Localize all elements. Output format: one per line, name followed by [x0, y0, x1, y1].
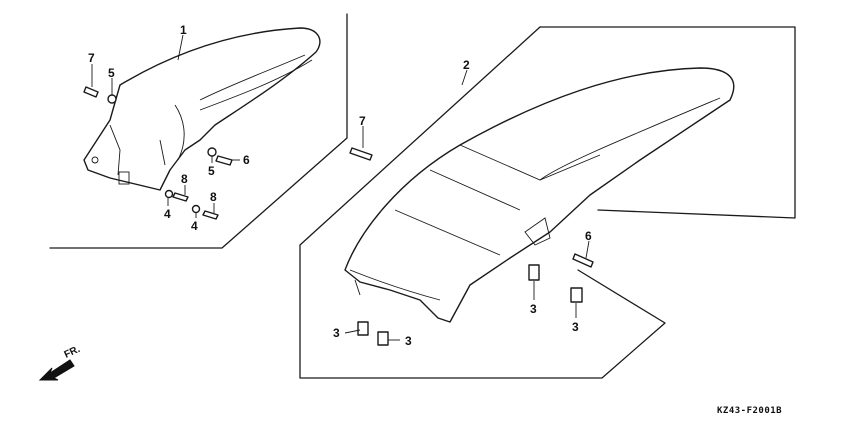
clip-3-d[interactable]: [570, 287, 583, 303]
callout-6-right: 6: [585, 229, 592, 243]
callout-6-left: 6: [243, 153, 250, 167]
front-fender-frame: [49, 13, 348, 249]
nut-4-left-a[interactable]: [164, 189, 174, 199]
bolt-6-right[interactable]: [572, 253, 594, 268]
front-direction-label: FR.: [63, 344, 82, 361]
callout-4-left-b: 4: [191, 219, 198, 233]
nut-4-left-b[interactable]: [191, 204, 201, 214]
callout-4-left-a: 4: [164, 207, 171, 221]
clip-3-b[interactable]: [377, 331, 389, 346]
callout-3-c: 3: [530, 302, 537, 316]
bolt-7-right[interactable]: [349, 147, 373, 161]
bolt-8-left-a[interactable]: [172, 192, 189, 202]
nut-5-left-top[interactable]: [107, 94, 117, 104]
callout-1: 1: [180, 23, 187, 37]
callout-5-left-mid: 5: [208, 164, 215, 178]
front-fender[interactable]: [83, 27, 321, 191]
callout-5-left-top: 5: [108, 66, 115, 80]
callout-8-left-a: 8: [181, 172, 188, 186]
callout-7-right: 7: [359, 114, 366, 128]
callout-3-a: 3: [333, 326, 340, 340]
bolt-8-left-b[interactable]: [202, 210, 219, 220]
bolt-6-left[interactable]: [215, 155, 233, 166]
clip-3-a[interactable]: [357, 321, 369, 336]
nut-5-left-mid[interactable]: [207, 147, 217, 157]
diagram-code: KZ43-F2001B: [717, 406, 782, 416]
callout-2: 2: [463, 58, 470, 72]
leader-lines: [91, 34, 590, 341]
callout-8-left-b: 8: [210, 190, 217, 204]
callout-7-left: 7: [88, 51, 95, 65]
front-direction-arrow-icon: [38, 359, 75, 381]
clip-3-c[interactable]: [528, 264, 540, 281]
rear-fender[interactable]: [344, 67, 735, 323]
rear-fender-frame: [299, 26, 796, 379]
bolt-7-left[interactable]: [83, 86, 99, 98]
callout-3-d: 3: [572, 320, 579, 334]
callout-3-b: 3: [405, 334, 412, 348]
